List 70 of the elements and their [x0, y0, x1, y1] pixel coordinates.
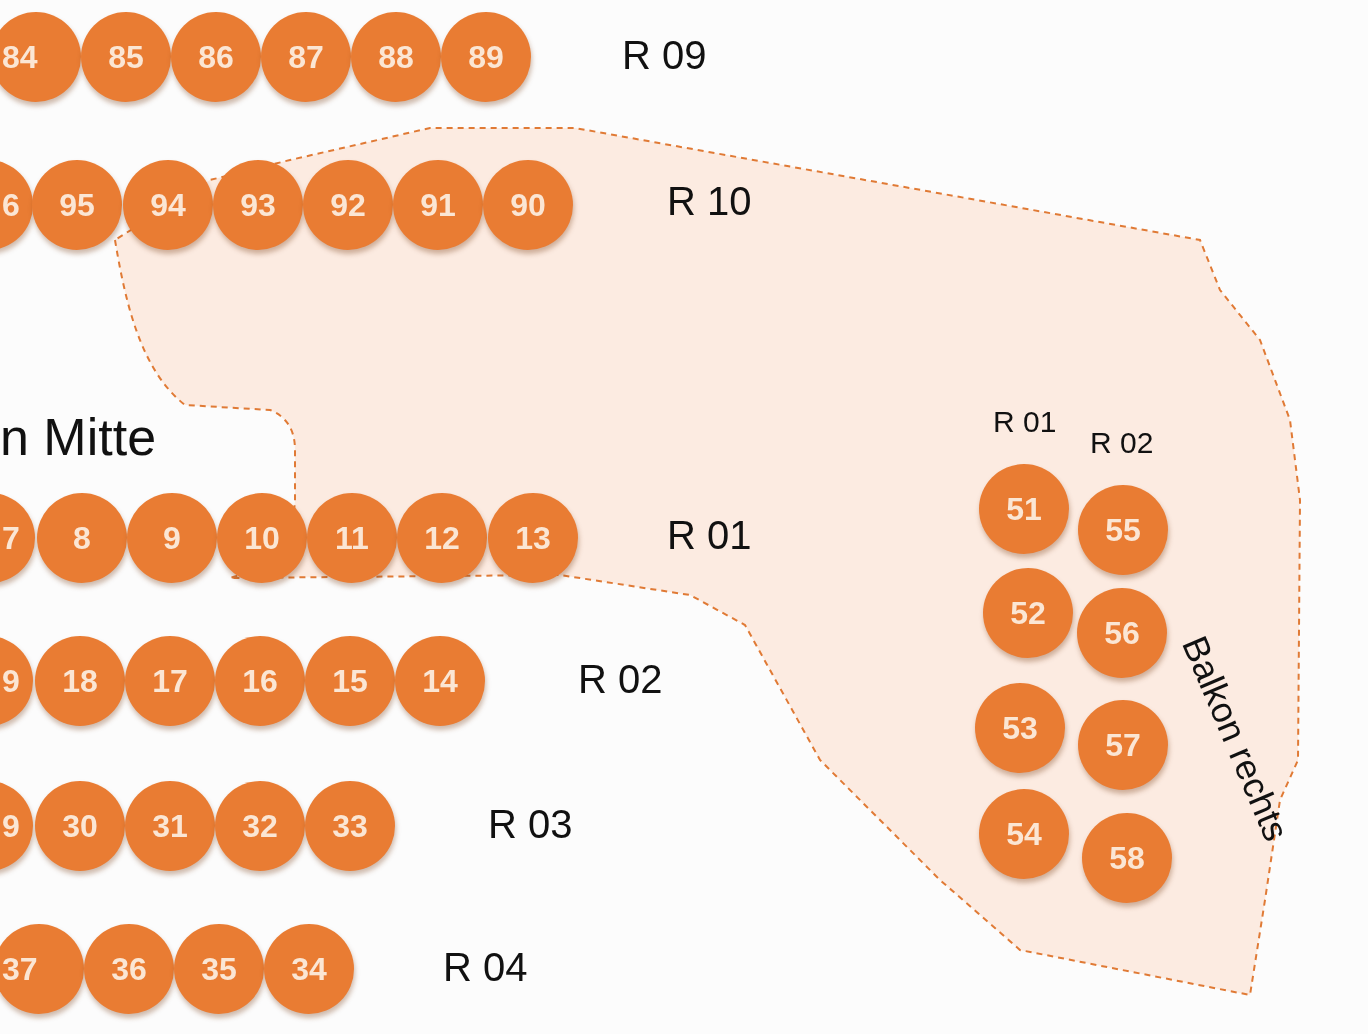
- seat-number: 31: [151, 807, 189, 846]
- seat-number: 17: [151, 662, 189, 701]
- seat-number: 35: [200, 950, 238, 989]
- seat-number: 14: [421, 662, 459, 701]
- row-label: R 01: [993, 406, 1057, 437]
- seat-circle: [351, 12, 441, 102]
- seat-number: 51: [1005, 490, 1043, 529]
- seat-number: 34: [290, 950, 328, 989]
- seat-number: 52: [1009, 594, 1047, 633]
- seat-circle: [35, 781, 125, 871]
- seat-number: 32: [241, 807, 279, 846]
- seat-circle: [81, 12, 171, 102]
- row-label: R 01: [667, 515, 752, 555]
- seat-number: 33: [331, 807, 369, 846]
- seat-number: 36: [110, 950, 148, 989]
- row-label: R 10: [667, 181, 752, 221]
- seat-circle: [261, 12, 351, 102]
- seat-number: 58: [1108, 839, 1146, 878]
- seat-number: 8: [72, 519, 92, 558]
- seat-circle: [0, 924, 84, 1014]
- seat-circle: [123, 160, 213, 250]
- seat-circle: [215, 636, 305, 726]
- seat-number: 84: [2, 38, 38, 77]
- seat-circle: [125, 636, 215, 726]
- row-label: R 04: [443, 947, 528, 987]
- seat-number: 10: [243, 519, 281, 558]
- seat-circle: [35, 636, 125, 726]
- row-label: R 03: [488, 804, 573, 844]
- seat-circle: [125, 781, 215, 871]
- seat-circle: [217, 493, 307, 583]
- seat-number: 86: [197, 38, 235, 77]
- seat-circle: [32, 160, 122, 250]
- seat-number: 7: [2, 519, 20, 558]
- seat-circle: [0, 12, 81, 102]
- seat-circle: [305, 636, 395, 726]
- seat-number: 54: [1005, 815, 1043, 854]
- seat-circle: [305, 781, 395, 871]
- row-label: R 02: [1090, 427, 1154, 458]
- seat-number: 9: [162, 519, 182, 558]
- seat-number: 53: [1001, 709, 1039, 748]
- seat-number: 37: [2, 950, 38, 989]
- seat-circle: [84, 924, 174, 1014]
- seat-circle: [37, 493, 127, 583]
- seat-number: 15: [331, 662, 369, 701]
- seat-number: 95: [58, 186, 96, 225]
- seat-circle: [215, 781, 305, 871]
- seat-number: 88: [377, 38, 415, 77]
- seat-number: 9: [2, 662, 20, 701]
- seat-circle: [264, 924, 354, 1014]
- seat-number: 6: [2, 186, 20, 225]
- section-label: n Mitte: [0, 411, 157, 464]
- row-label: R 02: [578, 659, 663, 699]
- seat-circle: [441, 12, 531, 102]
- seat-number: 16: [241, 662, 279, 701]
- seat-number: 57: [1104, 726, 1142, 765]
- seat-number: 18: [61, 662, 99, 701]
- seat-circle: [127, 493, 217, 583]
- seat-number: 89: [467, 38, 505, 77]
- seat-number: 56: [1103, 614, 1141, 653]
- seat-number: 85: [107, 38, 145, 77]
- seat-circle: [395, 636, 485, 726]
- area-label: Balkon rechts: [1173, 630, 1298, 848]
- seat-number: 30: [61, 807, 99, 846]
- seat-circle: [171, 12, 261, 102]
- seat-number: 87: [287, 38, 325, 77]
- row-label: R 09: [622, 35, 707, 75]
- seat-number: 94: [149, 186, 187, 225]
- seat-circle: [174, 924, 264, 1014]
- seat-number: 9: [2, 807, 20, 846]
- seat-number: 55: [1104, 511, 1142, 550]
